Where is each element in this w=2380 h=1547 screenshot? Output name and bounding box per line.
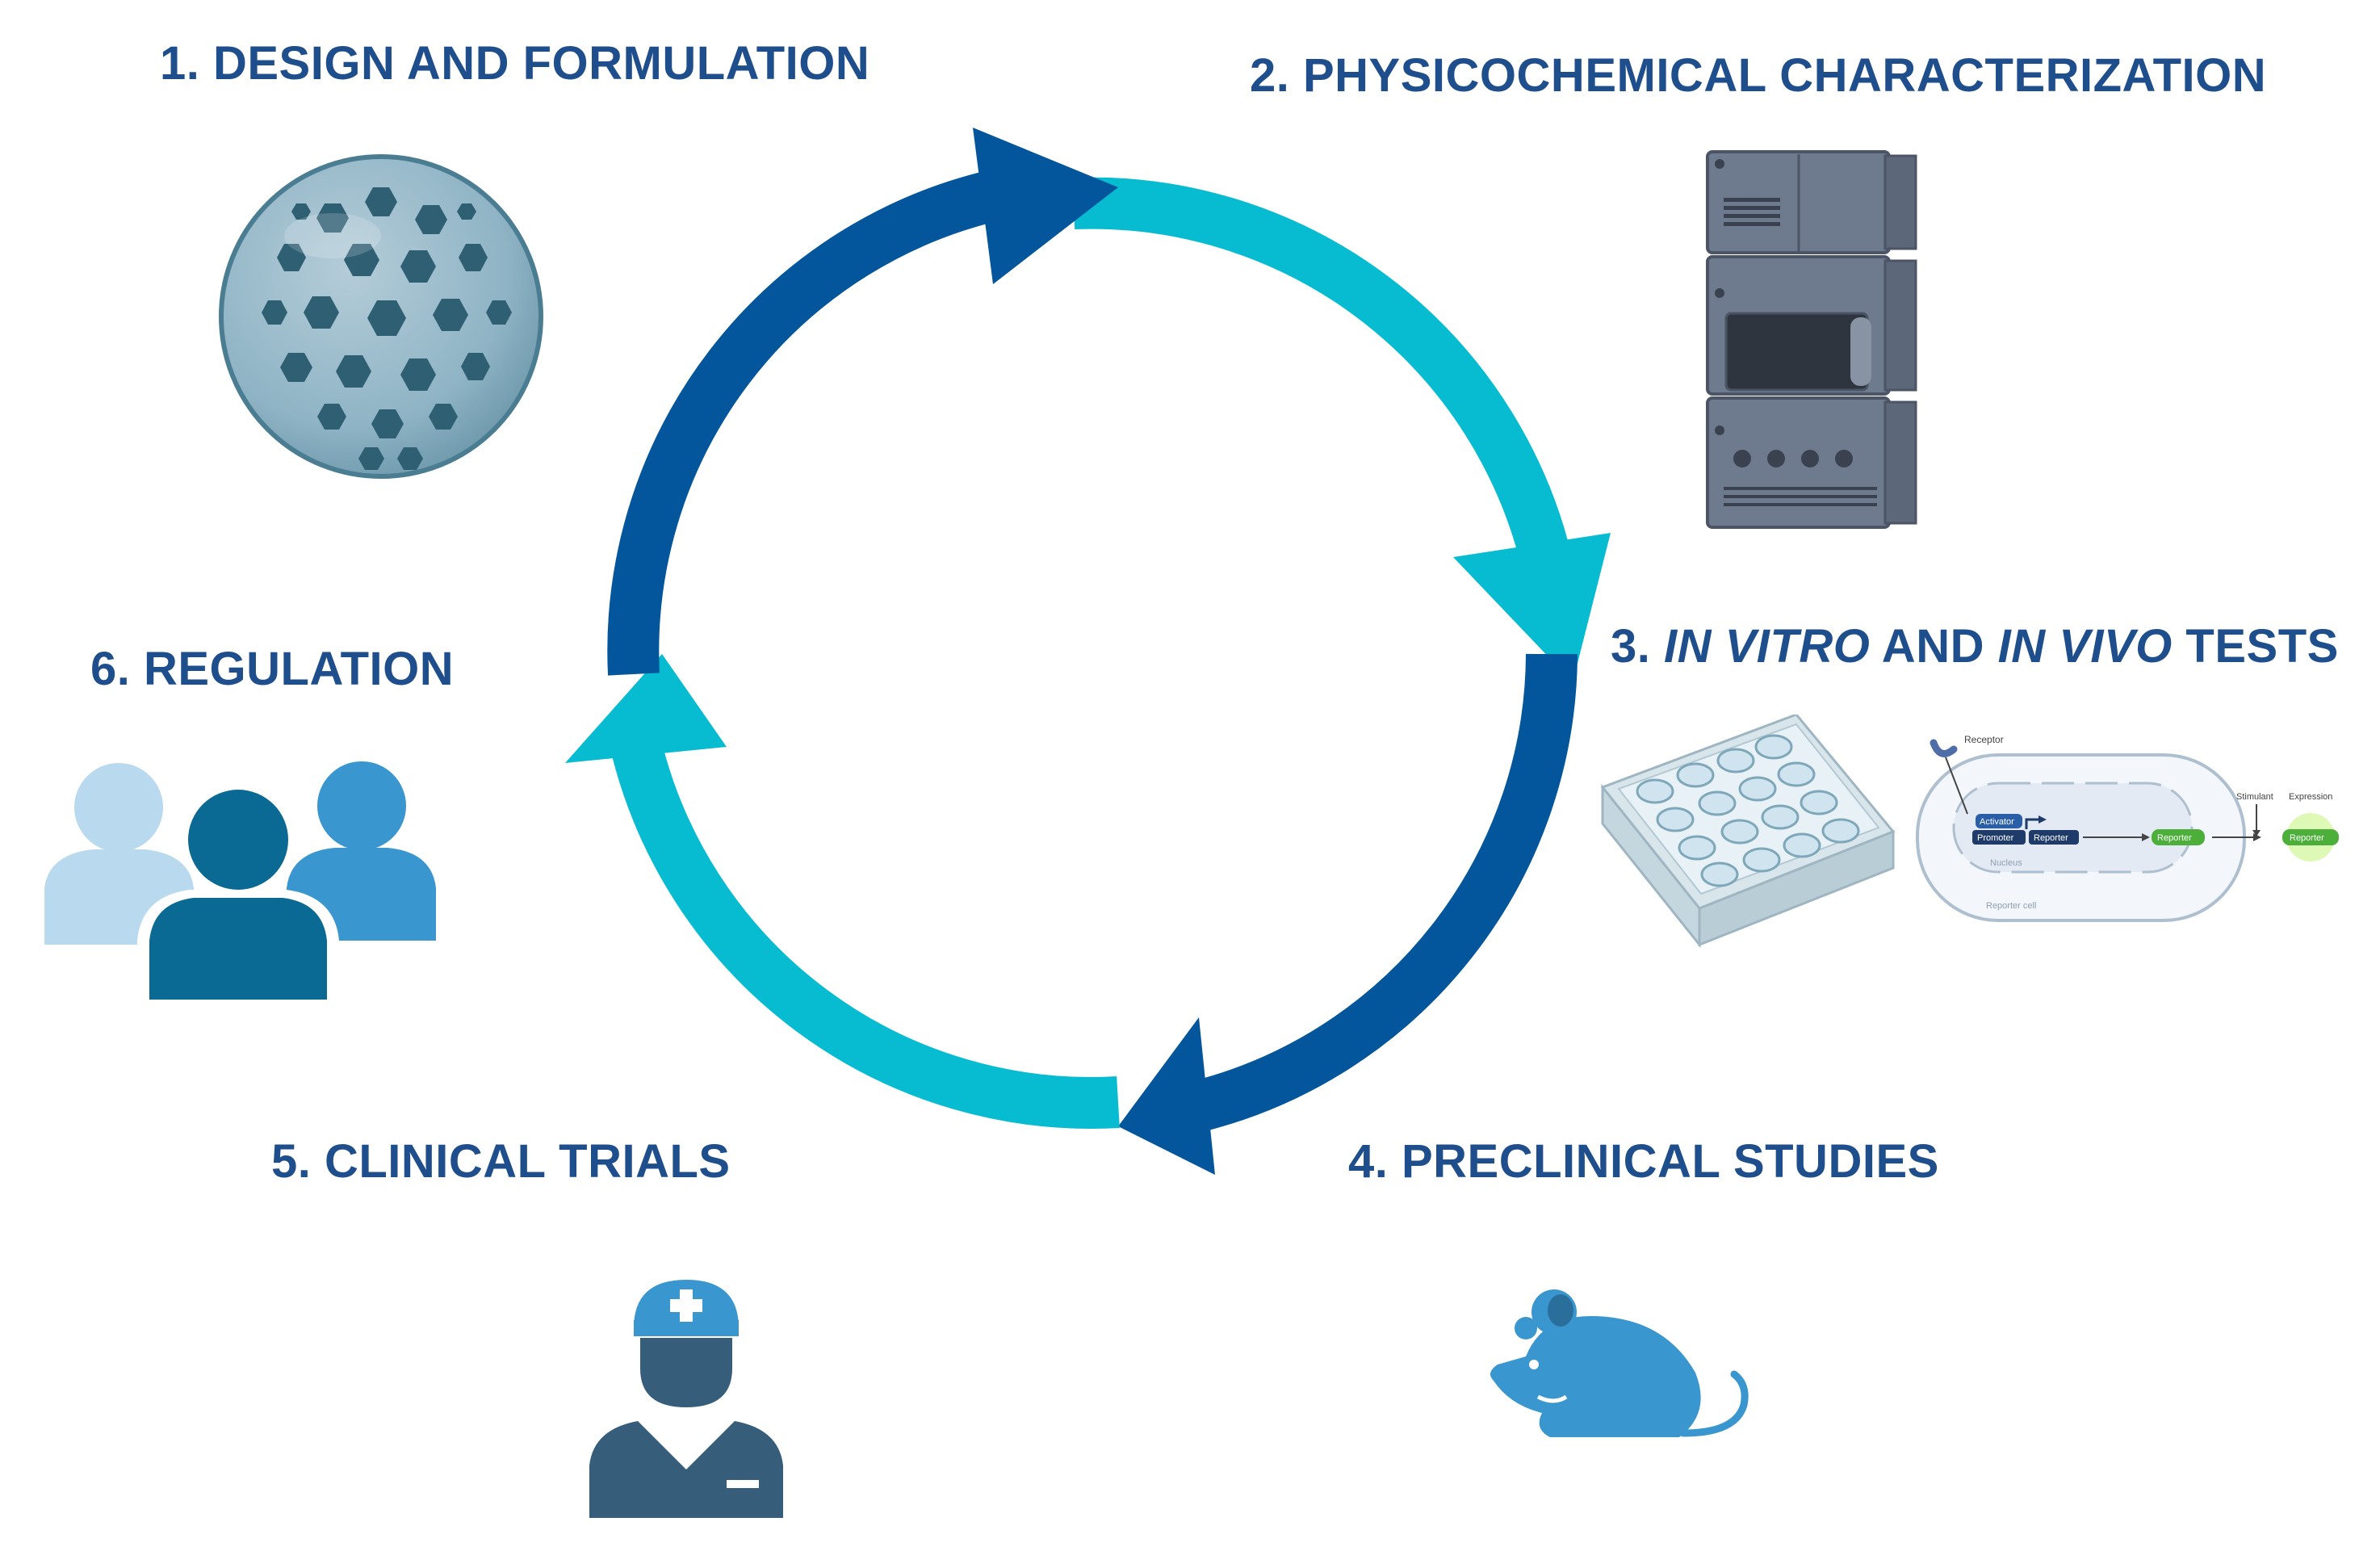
- hplc-instrument-icon: [1706, 150, 1917, 529]
- reporter-protein-label: Reporter: [2157, 833, 2192, 843]
- step-3-in-vitro: IN VITRO: [1664, 620, 1871, 673]
- people-group-icon: [44, 761, 436, 1000]
- step-3-suffix: TESTS: [2172, 620, 2339, 673]
- arrow-design-to-characterization: [1072, 177, 1576, 583]
- expression-reporter-label: Reporter: [2290, 833, 2324, 843]
- reporter-gene-label: Reporter: [2034, 833, 2068, 843]
- nurse-icon: [589, 1280, 783, 1518]
- arrow-regulation-to-design: [607, 168, 1007, 676]
- arrowhead-into-step-6: [565, 654, 727, 763]
- step-3-label: 3. IN VITRO AND IN VIVO TESTS: [1611, 623, 2339, 670]
- stimulant-label: Stimulant: [2236, 792, 2273, 802]
- step-3-prefix: 3.: [1611, 620, 1664, 673]
- arrowhead-into-step-2: [973, 128, 1118, 284]
- arrow-trials-to-regulation: [610, 736, 1120, 1129]
- arrowhead-into-step-3: [1453, 533, 1611, 682]
- step-2-label: 2. PHYSICOCHEMICAL CHARACTERIZATION: [1250, 49, 2267, 102]
- nanoparticle-sphere-icon: [219, 154, 543, 479]
- nucleus-label: Nucleus: [1990, 858, 2022, 868]
- step-3-and: AND: [1870, 620, 1998, 673]
- reporter-cell-assay-icon: Receptor Activator Promoter Reporter Nuc…: [1916, 734, 2339, 922]
- arrowhead-into-step-4: [1118, 1017, 1215, 1175]
- promoter-label: Promoter: [1977, 833, 2014, 843]
- activator-label: Activator: [1980, 817, 2014, 827]
- step-1-label: 1. DESIGN AND FORMULATION: [160, 37, 870, 90]
- receptor-label: Receptor: [1964, 734, 2004, 745]
- step-6-label: 6. REGULATION: [90, 643, 455, 695]
- well-plate-icon: [1600, 715, 1896, 949]
- step-5-label: 5. CLINICAL TRIALS: [271, 1135, 731, 1188]
- mouse-icon: [1490, 1289, 1749, 1437]
- arrow-tests-to-preclinical: [1192, 653, 1578, 1132]
- reporter-cell-label: Reporter cell: [1986, 901, 2036, 911]
- expression-label: Expression: [2289, 792, 2332, 802]
- step-3-in-vivo: IN VIVO: [1997, 620, 2173, 673]
- step-4-label: 4. PRECLINICAL STUDIES: [1348, 1135, 1939, 1188]
